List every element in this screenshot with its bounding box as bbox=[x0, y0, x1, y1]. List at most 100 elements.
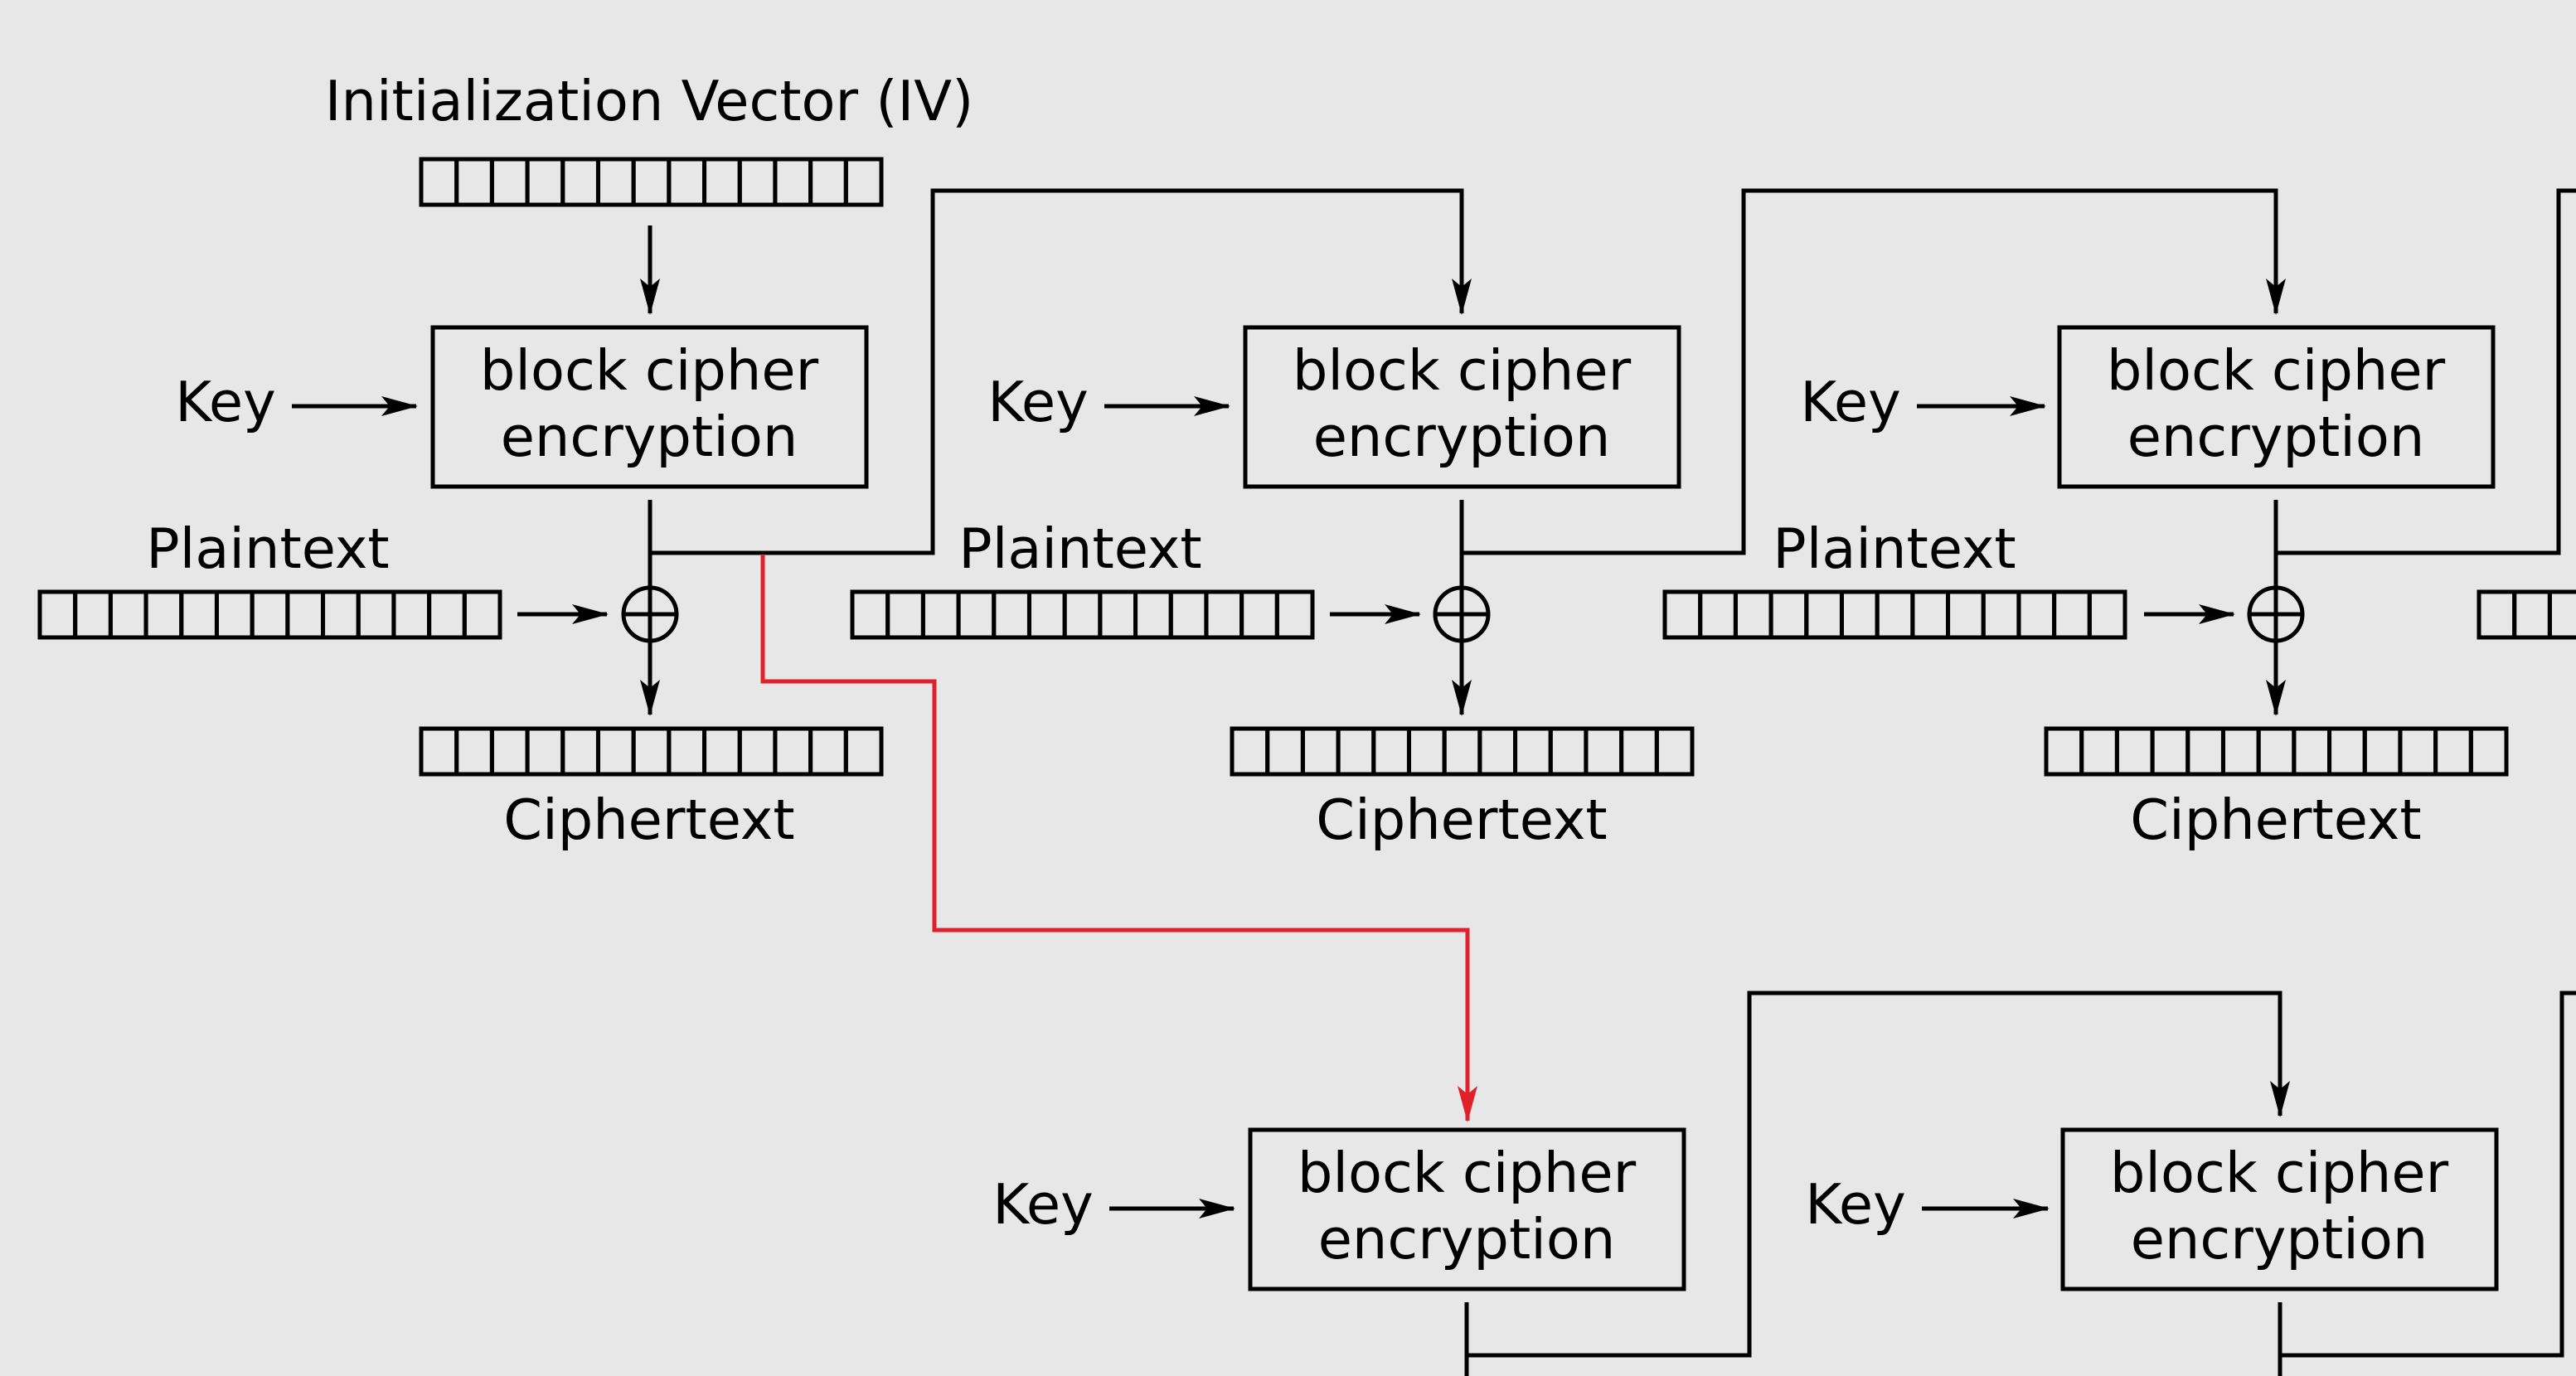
register-cell bbox=[1981, 589, 2021, 640]
highlight-path bbox=[760, 555, 1477, 1122]
register-cell bbox=[427, 589, 467, 640]
register-cell bbox=[1300, 726, 1341, 777]
register-cell bbox=[285, 589, 326, 640]
block-cipher-label-lower-2: block cipher bbox=[2110, 1141, 2449, 1205]
register-cell bbox=[885, 589, 925, 640]
register-cell bbox=[2256, 726, 2297, 777]
iv-register bbox=[419, 157, 884, 207]
register-cell bbox=[1406, 726, 1447, 777]
register-cell bbox=[737, 726, 778, 777]
register-cell bbox=[1442, 726, 1482, 777]
block-3: Key block cipher encryption Plaintext Ci… bbox=[1662, 325, 2509, 852]
register-cell bbox=[1336, 726, 1376, 777]
ciphertext-label-2: Ciphertext bbox=[1316, 787, 1607, 852]
register-cell bbox=[2114, 726, 2155, 777]
register-cell bbox=[1733, 589, 1773, 640]
block-lower-2: Key block cipher encryption bbox=[1805, 1127, 2499, 1376]
register-cell bbox=[37, 589, 78, 640]
register-cell bbox=[1230, 726, 1270, 777]
register-cell bbox=[2477, 589, 2517, 640]
block-cipher-box-2 bbox=[1243, 325, 1681, 489]
register-cell bbox=[2185, 726, 2225, 777]
register-cell bbox=[1513, 726, 1553, 777]
register-cell bbox=[773, 726, 813, 777]
plaintext-label-1: Plaintext bbox=[146, 516, 389, 581]
register-cell bbox=[2044, 726, 2084, 777]
register-cell bbox=[1910, 589, 1951, 640]
register-cell bbox=[1619, 726, 1659, 777]
iv-label: Initialization Vector (IV) bbox=[325, 69, 974, 133]
key-label-lower-2: Key bbox=[1805, 1172, 1905, 1237]
block-cipher-label-3: block cipher bbox=[2107, 338, 2446, 403]
plaintext-label-3: Plaintext bbox=[1773, 516, 2016, 581]
register-cell bbox=[2512, 589, 2552, 640]
register-cell bbox=[1274, 589, 1315, 640]
register-cell bbox=[631, 726, 672, 777]
register-cell bbox=[2150, 726, 2190, 777]
register-cell bbox=[1584, 726, 1624, 777]
register-cell bbox=[843, 157, 884, 207]
block-lower-1: Key block cipher encryption bbox=[992, 1127, 1686, 1376]
register-cell bbox=[1654, 726, 1695, 777]
register-cell bbox=[2052, 589, 2092, 640]
register-cell bbox=[560, 726, 600, 777]
register-cell bbox=[250, 589, 290, 640]
register-cell bbox=[2016, 589, 2057, 640]
block-cipher-box-lower-1 bbox=[1248, 1127, 1686, 1291]
plaintext-label-2: Plaintext bbox=[958, 516, 1201, 581]
register-cell bbox=[667, 157, 707, 207]
encryption-label-lower-1: encryption bbox=[1318, 1207, 1616, 1272]
plaintext-register-2 bbox=[850, 589, 1315, 640]
register-cell bbox=[808, 157, 848, 207]
register-cell bbox=[560, 157, 600, 207]
block-2: Key block cipher encryption Plaintext Ci… bbox=[850, 325, 1695, 852]
encryption-label-lower-2: encryption bbox=[2131, 1207, 2428, 1272]
register-cell bbox=[1839, 589, 1880, 640]
register-cell bbox=[454, 726, 494, 777]
register-cell bbox=[2468, 726, 2509, 777]
register-cell bbox=[1371, 726, 1411, 777]
register-cell bbox=[2079, 726, 2119, 777]
ciphertext-register-3 bbox=[2044, 726, 2509, 777]
register-cell bbox=[1204, 589, 1244, 640]
register-cell bbox=[850, 589, 890, 640]
block-cipher-label-lower-1: block cipher bbox=[1298, 1141, 1637, 1205]
block-cipher-label-1: block cipher bbox=[480, 338, 819, 403]
feedback-line-2-3 bbox=[1462, 188, 2286, 555]
block-cipher-box-3 bbox=[2057, 325, 2496, 489]
register-cell bbox=[702, 157, 742, 207]
register-cell bbox=[214, 589, 255, 640]
feedback-line-lower-2-3 bbox=[2280, 991, 2576, 1358]
register-cell bbox=[1804, 589, 1844, 640]
encryption-label-1: encryption bbox=[501, 405, 798, 469]
ciphertext-register-1 bbox=[419, 726, 884, 777]
register-cell bbox=[179, 589, 219, 640]
ciphertext-register-2 bbox=[1230, 726, 1695, 777]
register-cell bbox=[631, 157, 672, 207]
register-cell bbox=[2087, 589, 2127, 640]
ciphertext-label-3: Ciphertext bbox=[2130, 787, 2421, 852]
register-cell bbox=[1698, 589, 1738, 640]
register-cell bbox=[843, 726, 884, 777]
register-cell bbox=[489, 157, 530, 207]
feedback-line-lower-1-2 bbox=[1467, 991, 2290, 1358]
key-label-3: Key bbox=[1800, 370, 1900, 434]
register-cell bbox=[2547, 589, 2576, 640]
register-cell bbox=[702, 726, 742, 777]
register-cell bbox=[808, 726, 848, 777]
register-cell bbox=[2220, 726, 2261, 777]
register-cell bbox=[1875, 589, 1915, 640]
register-cell bbox=[773, 157, 813, 207]
register-cell bbox=[108, 589, 148, 640]
ciphertext-label-1: Ciphertext bbox=[503, 787, 794, 852]
register-cell bbox=[1026, 589, 1067, 640]
register-cell bbox=[143, 589, 184, 640]
plaintext-register-4 bbox=[2477, 589, 2576, 640]
register-cell bbox=[525, 157, 565, 207]
register-cell bbox=[356, 589, 396, 640]
register-cell bbox=[992, 589, 1031, 640]
register-cell bbox=[956, 589, 997, 640]
register-cell bbox=[419, 157, 459, 207]
register-cell bbox=[1946, 589, 1986, 640]
